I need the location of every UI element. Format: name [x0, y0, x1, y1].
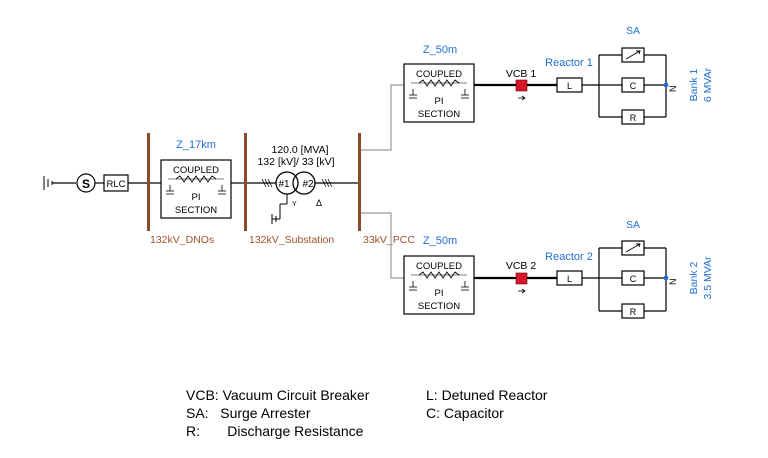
bank-1-name: Bank 1 — [688, 69, 700, 102]
pi-box-text-2: PI — [192, 192, 201, 203]
legend-c: C: Capacitor — [426, 405, 504, 421]
coupled-pi-section-feeder-2[interactable] — [403, 255, 475, 315]
feeder-1-group: Z_50m COUPLED PI SECTION VCB 1 Reactor 1… — [403, 25, 714, 125]
rlc-label: RLC — [106, 179, 125, 190]
capacitor-1-symbol: C — [630, 81, 637, 91]
bus-132kv-substation[interactable] — [244, 133, 247, 231]
bus-label-substation: 132kV_Substation — [249, 234, 334, 246]
pi-box-text-1: COUPLED — [416, 261, 462, 272]
neutral-1-label: N — [668, 86, 678, 93]
winding-2-label: #2 — [302, 179, 314, 190]
arrow-right-icon — [521, 288, 526, 294]
legend-r: R: Discharge Resistance — [186, 423, 364, 439]
transformer-rating: 120.0 [MVA] — [271, 144, 328, 156]
pi-box-text-1: COUPLED — [173, 165, 219, 176]
vcb-2-breaker[interactable] — [515, 272, 528, 285]
surge-arrester-1-label: SA — [626, 25, 640, 37]
bus-label-dnos: 132kV_DNOs — [150, 234, 214, 246]
pi-box-text-2: PI — [435, 96, 444, 107]
pi-box-text-1: COUPLED — [416, 69, 462, 80]
resistor-zigzag-icon — [418, 79, 460, 87]
feeder-2-line-name: Z_50m — [423, 235, 457, 247]
bank-2-name: Bank 2 — [688, 262, 700, 295]
resistor-1-symbol: R — [630, 113, 637, 123]
source-symbol: S — [82, 177, 90, 191]
surge-arrester-2-label: SA — [626, 219, 640, 231]
line-z17km-group: Z_17km COUPLED PI SECTION — [150, 139, 244, 219]
reactor-1-label: Reactor 1 — [545, 57, 593, 69]
source-group: S RLC — [43, 173, 148, 193]
bus-132kv-dnos[interactable] — [147, 133, 150, 231]
bank-1-rating: 6 MVAr — [702, 67, 714, 102]
capacitor-2-symbol: C — [630, 274, 637, 284]
bus-label-pcc: 33kV_PCC — [363, 234, 415, 246]
bus-33kv-pcc[interactable] — [358, 133, 361, 231]
neutral-node-2-icon — [663, 275, 669, 281]
wye-ground-icon: Y — [292, 201, 297, 208]
transformer-voltages: 132 [kV]/ 33 [kV] — [257, 156, 334, 168]
reactor-2-label: Reactor 2 — [545, 251, 593, 263]
transformer-group: 120.0 [MVA] 132 [kV]/ 33 [kV] #1 #2 Y Δ — [247, 144, 358, 224]
pi-box-text-2: PI — [435, 288, 444, 299]
delta-icon: Δ — [316, 198, 322, 208]
arrow-right-icon — [521, 95, 526, 101]
resistor-zigzag-icon — [418, 271, 460, 279]
line-z17km-name: Z_17km — [176, 139, 216, 151]
neutral-node-1-icon — [663, 82, 669, 88]
reactor-2-symbol: L — [567, 274, 572, 284]
pi-box-text-3: SECTION — [175, 205, 217, 216]
vcb-1-label: VCB 1 — [506, 68, 537, 80]
pi-box-text-3: SECTION — [418, 301, 460, 312]
feeder-1-line-name: Z_50m — [423, 44, 457, 56]
winding-1-label: #1 — [278, 179, 290, 190]
coupled-pi-section-z17km[interactable] — [160, 159, 232, 219]
resistor-zigzag-icon — [175, 175, 217, 183]
vcb-1-breaker[interactable] — [515, 79, 528, 92]
bank-2-rating: 3.5 MVAr — [702, 256, 714, 299]
coupled-pi-section-feeder-1[interactable] — [403, 63, 475, 123]
legend-vcb: VCB: Vacuum Circuit Breaker — [186, 387, 370, 403]
feeder-2-group: Z_50m COUPLED PI SECTION VCB 2 Reactor 2… — [403, 219, 714, 319]
pi-box-text-3: SECTION — [418, 109, 460, 120]
legend-sa: SA: Surge Arrester — [186, 405, 311, 421]
legend-l: L: Detuned Reactor — [426, 387, 548, 403]
resistor-2-symbol: R — [630, 307, 637, 317]
reactor-1-symbol: L — [567, 81, 572, 91]
neutral-2-label: N — [668, 279, 678, 286]
vcb-2-label: VCB 2 — [506, 260, 537, 272]
